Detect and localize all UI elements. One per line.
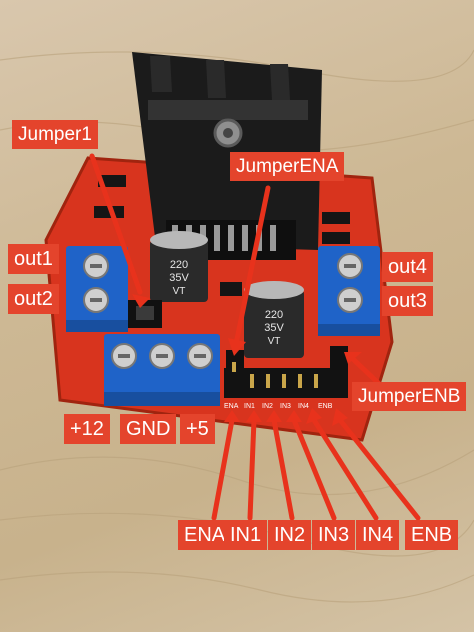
svg-text:ENB: ENB (318, 403, 333, 410)
svg-text:VT: VT (173, 286, 186, 297)
label-pin-in1: IN1 (224, 520, 268, 550)
label-pin-in2: IN2 (268, 520, 312, 550)
heatsink (132, 52, 322, 260)
svg-text:220: 220 (170, 259, 188, 271)
label-out1: out1 (8, 244, 59, 274)
label-jumper-ena: JumperENA (230, 152, 345, 181)
svg-text:220: 220 (265, 309, 283, 321)
silkscreen-labels: ENA IN1 IN2 IN3 IN4 ENB (224, 403, 333, 410)
label-pin-in3: IN3 (312, 520, 356, 550)
label-jumper1: Jumper1 (12, 120, 98, 149)
capacitor-2: 220 35V VT (244, 281, 304, 358)
svg-text:IN4: IN4 (298, 403, 309, 410)
terminal-block-power (104, 334, 220, 406)
svg-text:35V: 35V (264, 322, 284, 334)
terminal-block-out3-out4 (318, 246, 380, 336)
label-out3: out3 (382, 286, 433, 316)
label-jumper-enb: JumperENB (352, 382, 467, 411)
label-out2: out2 (8, 284, 59, 314)
svg-text:VT: VT (268, 336, 281, 347)
annotation-arrows (89, 153, 421, 521)
svg-text:IN1: IN1 (244, 403, 255, 410)
svg-text:ENA: ENA (224, 403, 239, 410)
capacitor-1: 220 35V VT (150, 231, 208, 302)
label-plus12: +12 (64, 414, 110, 444)
svg-text:35V: 35V (169, 272, 189, 284)
label-pin-in4: IN4 (356, 520, 400, 550)
svg-text:IN2: IN2 (262, 403, 273, 410)
label-pin-ena: ENA (178, 520, 232, 550)
terminal-block-out1-out2 (66, 246, 128, 332)
label-gnd: GND (120, 414, 177, 444)
pin-header (224, 346, 348, 398)
svg-text:IN3: IN3 (280, 403, 291, 410)
label-pin-enb: ENB (405, 520, 459, 550)
label-plus5: +5 (180, 414, 215, 444)
jumper1-header (128, 300, 162, 328)
label-out4: out4 (382, 252, 433, 282)
